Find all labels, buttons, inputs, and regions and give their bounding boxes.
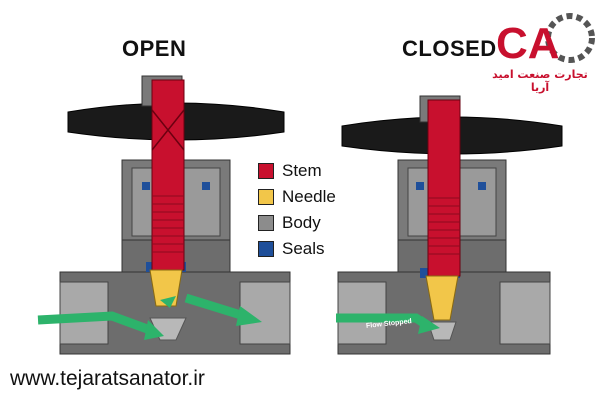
open-flow-in-arrow [37, 311, 152, 335]
body-swatch [258, 215, 274, 231]
legend: Stem Needle Body Seals [258, 158, 336, 262]
closed-seal-left [416, 182, 424, 190]
seals-swatch [258, 241, 274, 257]
legend-label-needle: Needle [282, 187, 336, 206]
open-seal-right [202, 182, 210, 190]
legend-label-seals: Seals [282, 239, 325, 258]
stem-swatch [258, 163, 274, 179]
closed-inlet-thread [337, 281, 387, 345]
closed-outlet-thread [499, 281, 551, 345]
legend-item-body: Body [258, 210, 336, 236]
open-stem-cross [151, 109, 185, 151]
logo-caption: تجارت صنعت امید آریا [492, 68, 588, 94]
closed-title: CLOSED [402, 36, 497, 61]
legend-label-body: Body [282, 213, 321, 232]
closed-seal-lower-left [420, 268, 428, 278]
open-valve [37, 75, 291, 355]
company-logo: CA [496, 13, 595, 68]
logo-letters: CA [496, 19, 560, 68]
open-seal-left [142, 182, 150, 190]
closed-stem [427, 99, 461, 277]
open-flow-in-head [144, 320, 164, 340]
closed-valve [336, 95, 563, 355]
closed-flow-head [418, 316, 440, 334]
closed-seal-right [478, 182, 486, 190]
open-seal-lower-left [146, 262, 154, 272]
closed-needle [425, 275, 459, 321]
flow-stopped-label: Flow Stopped [366, 318, 412, 330]
website-url: www.tejaratsanator.ir [10, 367, 205, 390]
legend-label-stem: Stem [282, 161, 322, 180]
open-title: OPEN [122, 36, 187, 61]
open-flow-out-head [236, 306, 262, 326]
gear-icon [545, 13, 595, 63]
needle-swatch [258, 189, 274, 205]
open-flow-mid-arrow [160, 296, 176, 308]
legend-item-seals: Seals [258, 236, 336, 262]
legend-item-stem: Stem [258, 158, 336, 184]
open-flow-out-arrow [184, 293, 246, 321]
open-stem [151, 79, 185, 271]
legend-item-needle: Needle [258, 184, 336, 210]
